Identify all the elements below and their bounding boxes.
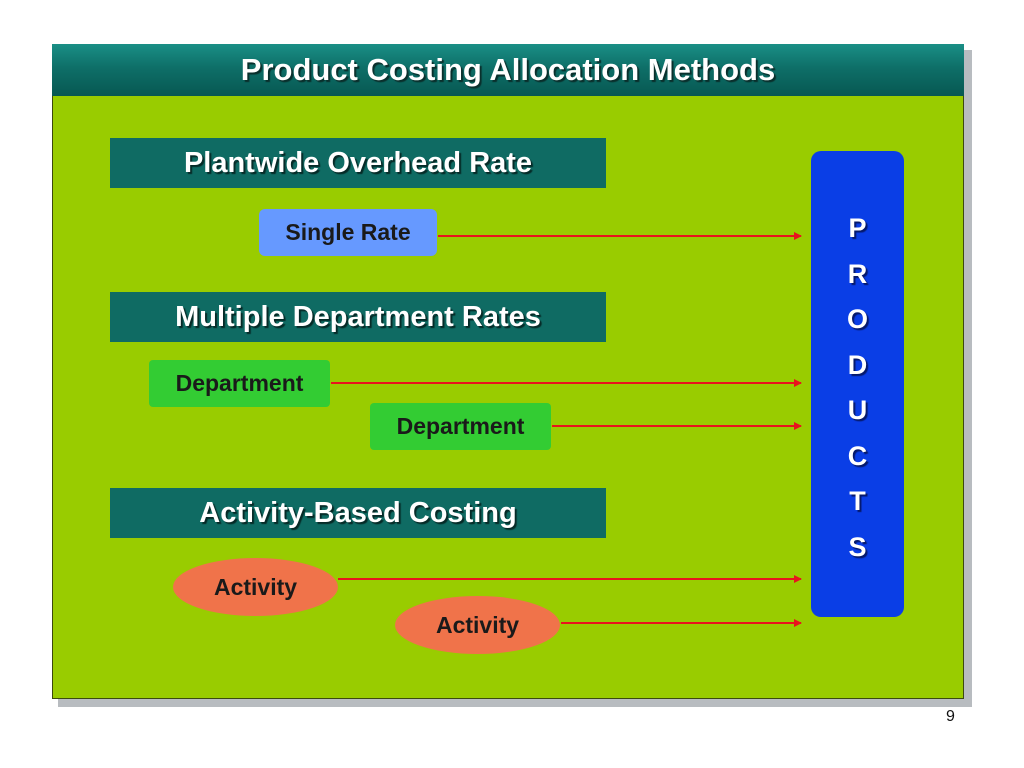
department-box-1: Department bbox=[149, 360, 330, 407]
activity-ellipse-2: Activity bbox=[395, 596, 560, 654]
products-letter: T bbox=[849, 486, 866, 516]
products-letter: O bbox=[846, 304, 868, 334]
products-label: P R O D U C T S bbox=[811, 206, 904, 570]
products-letter: R bbox=[847, 258, 868, 289]
department-box-2: Department bbox=[370, 403, 551, 450]
products-letter: U bbox=[847, 395, 868, 425]
slide-title: Product Costing Allocation Methods bbox=[52, 44, 964, 96]
method-department: Multiple Department Rates bbox=[110, 292, 606, 342]
activity-ellipse-1: Activity bbox=[173, 558, 338, 616]
products-letter: P bbox=[848, 213, 867, 243]
single-rate-box: Single Rate bbox=[259, 209, 437, 256]
products-box bbox=[811, 151, 904, 617]
products-letter: C bbox=[847, 440, 868, 471]
products-letter: D bbox=[847, 349, 868, 380]
method-activity-based: Activity-Based Costing bbox=[110, 488, 606, 538]
method-plantwide: Plantwide Overhead Rate bbox=[110, 138, 606, 188]
products-letter: S bbox=[848, 531, 867, 562]
page-number: 9 bbox=[946, 708, 955, 725]
